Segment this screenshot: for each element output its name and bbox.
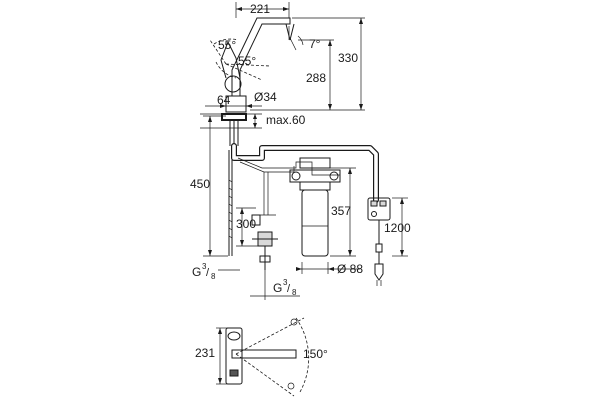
label-deck-thickness: max.60 xyxy=(266,113,306,127)
label-valve-height: 300 xyxy=(236,217,256,231)
dimension-heights: 330 288 7° 55° 55° xyxy=(218,17,365,111)
supply-hoses xyxy=(231,143,379,215)
label-connection-bottom-num: 3 xyxy=(283,278,288,287)
label-connection-bottom-slash: / xyxy=(287,283,291,295)
control-box xyxy=(367,197,391,286)
label-base-width: 64 xyxy=(217,93,231,107)
dimension-spout-reach: 221 xyxy=(235,2,290,18)
label-lever-angle-lower: 55° xyxy=(238,54,256,68)
label-connection-bottom-den: 8 xyxy=(292,288,297,297)
label-hole-diameter: Ø34 xyxy=(254,90,277,104)
label-connection-left-den: 8 xyxy=(211,272,216,281)
label-lever-angle-upper: 55° xyxy=(218,38,236,52)
label-connection-left-base: G xyxy=(192,265,201,279)
label-hose-length: 450 xyxy=(190,177,210,191)
label-plan-depth: 231 xyxy=(195,346,215,360)
dimension-connection-bottom: G 3 / 8 xyxy=(250,270,300,300)
label-connection-left-num: 3 xyxy=(202,262,207,271)
label-filter-height: 357 xyxy=(331,204,351,218)
dimension-cable: 1200 xyxy=(384,197,411,257)
label-swivel-angle: 150° xyxy=(303,347,328,361)
dimension-plan-depth: 231 xyxy=(195,327,230,385)
dimension-base: 64 Ø34 max.60 xyxy=(200,90,306,129)
label-spout-reach: 221 xyxy=(250,2,270,16)
label-height-total: 330 xyxy=(338,51,358,65)
faucet-side-view xyxy=(220,17,295,256)
label-spout-tilt: 7° xyxy=(309,37,321,51)
dimension-valve-height: 300 xyxy=(236,207,258,247)
dimension-hose-length: 450 G 3 / 8 xyxy=(190,115,240,281)
label-cable-length: 1200 xyxy=(384,221,411,235)
dimension-filter: 357 Ø 88 xyxy=(296,167,363,276)
inlet-valve xyxy=(251,214,278,270)
faucet-plan-view: 150° xyxy=(225,317,328,397)
label-connection-bottom-base: G xyxy=(273,281,282,295)
lever-angle-marks xyxy=(209,35,304,81)
label-connection-left-slash: / xyxy=(206,267,210,279)
label-filter-diameter: Ø 88 xyxy=(337,262,363,276)
filter-cartridge xyxy=(289,157,341,257)
label-height-spout: 288 xyxy=(306,71,326,85)
